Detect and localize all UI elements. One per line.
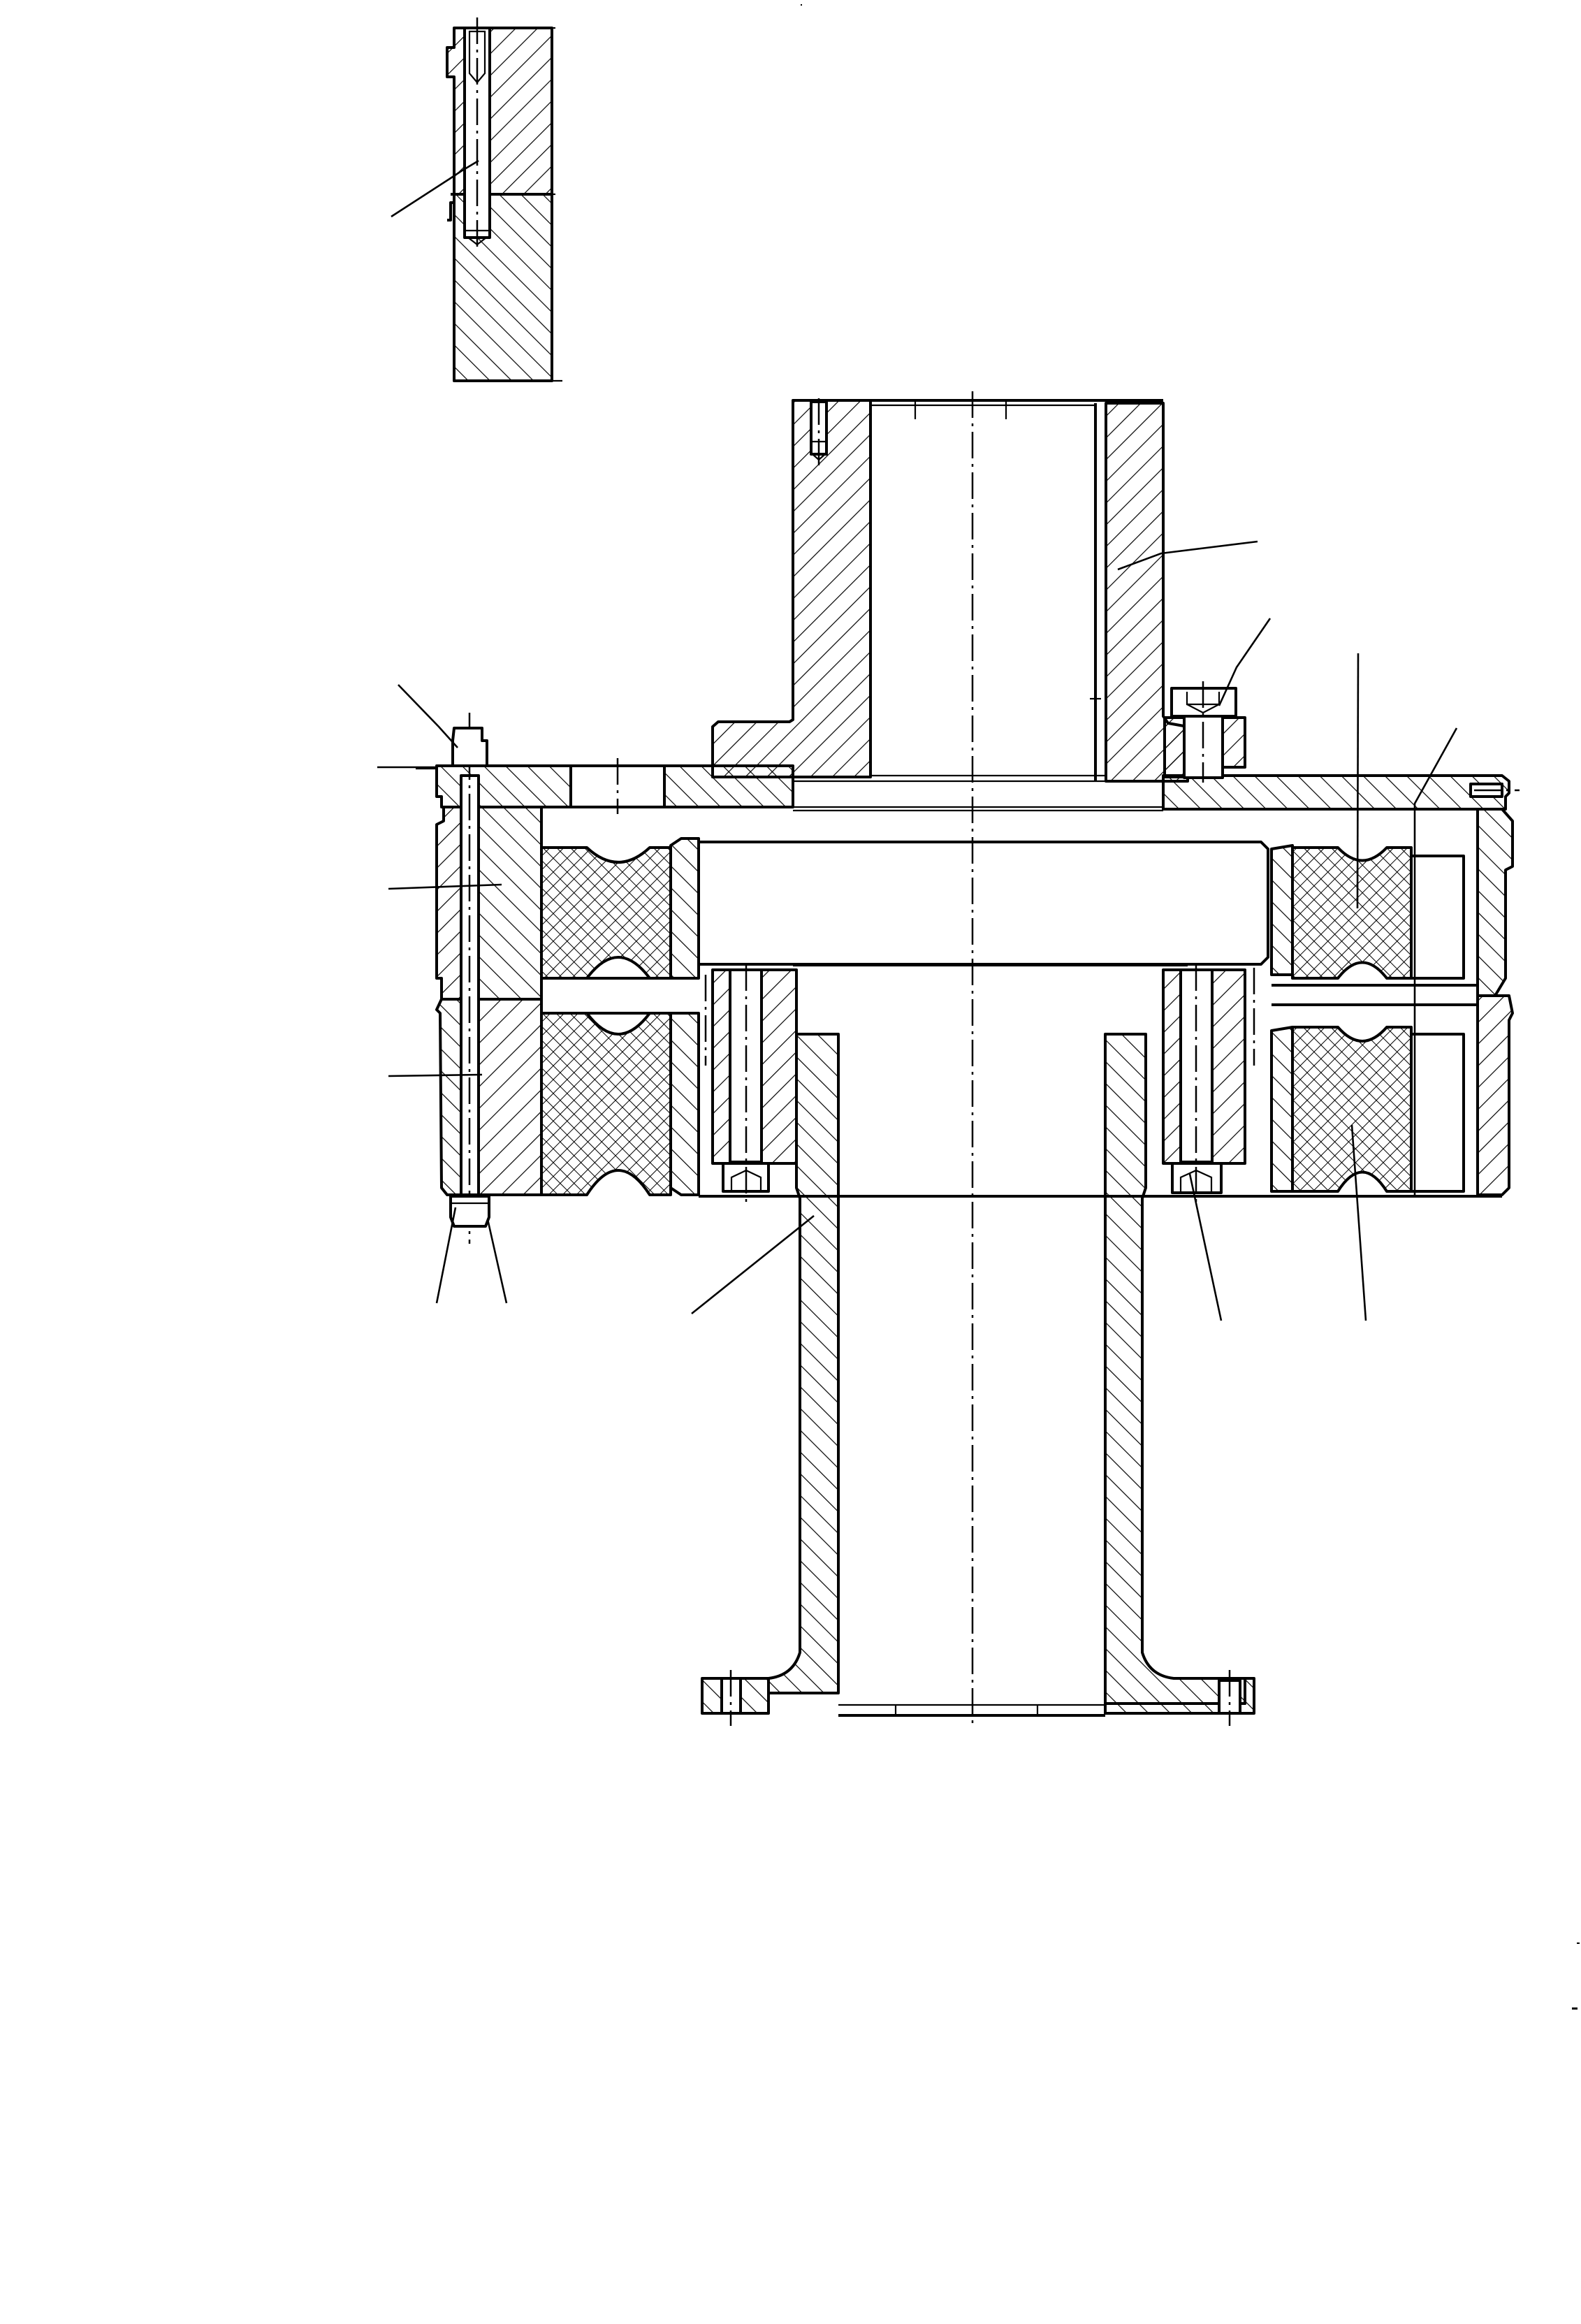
detail-leader (391, 159, 479, 218)
top-plate-right (1162, 774, 1510, 811)
left-bolt-top-nut (451, 727, 488, 767)
left-bolt-bottom-leader-a (435, 1207, 457, 1304)
lower-flange-right (1104, 1677, 1255, 1715)
right-roller-lower-spacer (1410, 1033, 1465, 1193)
right-outer-ring-lower (1476, 994, 1514, 1196)
upper-sleeve-left-wall (711, 399, 872, 778)
lower-sleeve-right-wall (1104, 1033, 1246, 1705)
left-roller-lower (540, 1012, 672, 1196)
left-ring-upper-leader (388, 883, 502, 890)
right-roller-vertical-leader (1356, 653, 1360, 909)
upper-sleeve-leader (1117, 540, 1258, 571)
central-hub-disk (697, 841, 1269, 966)
top-plate-left (435, 764, 572, 808)
left-nut-top-leader (398, 684, 458, 748)
left-bolt-bottom-nut (449, 1195, 490, 1228)
right-roller-lower-leader (1350, 1124, 1367, 1321)
right-roller-lower (1291, 1026, 1413, 1193)
lower-sleeve-leader (691, 1214, 815, 1315)
right-roller-upper (1291, 846, 1413, 980)
detail-pin-head-icon (468, 30, 486, 84)
left-outer-ring-upper (435, 806, 462, 1001)
left-inner-ring-lower (477, 998, 543, 1196)
lower-right-bolt-leader (1188, 1173, 1223, 1321)
right-outer-ring-upper (1476, 808, 1514, 997)
left-ring-lower-leader (388, 1073, 483, 1077)
right-roller-upper-spacer (1410, 855, 1465, 980)
top-plate-mid (663, 764, 794, 808)
left-outer-ring-lower (435, 998, 462, 1196)
upper-right-bolt-leader (1218, 618, 1272, 706)
left-inner-ring-upper (477, 806, 543, 1001)
left-roller-upper (540, 846, 672, 980)
detail-view (391, 17, 562, 382)
right-spacer-leader (1413, 727, 1458, 1195)
main-section (377, 391, 1520, 1726)
left-bolt-bottom-leader-b (486, 1219, 508, 1304)
